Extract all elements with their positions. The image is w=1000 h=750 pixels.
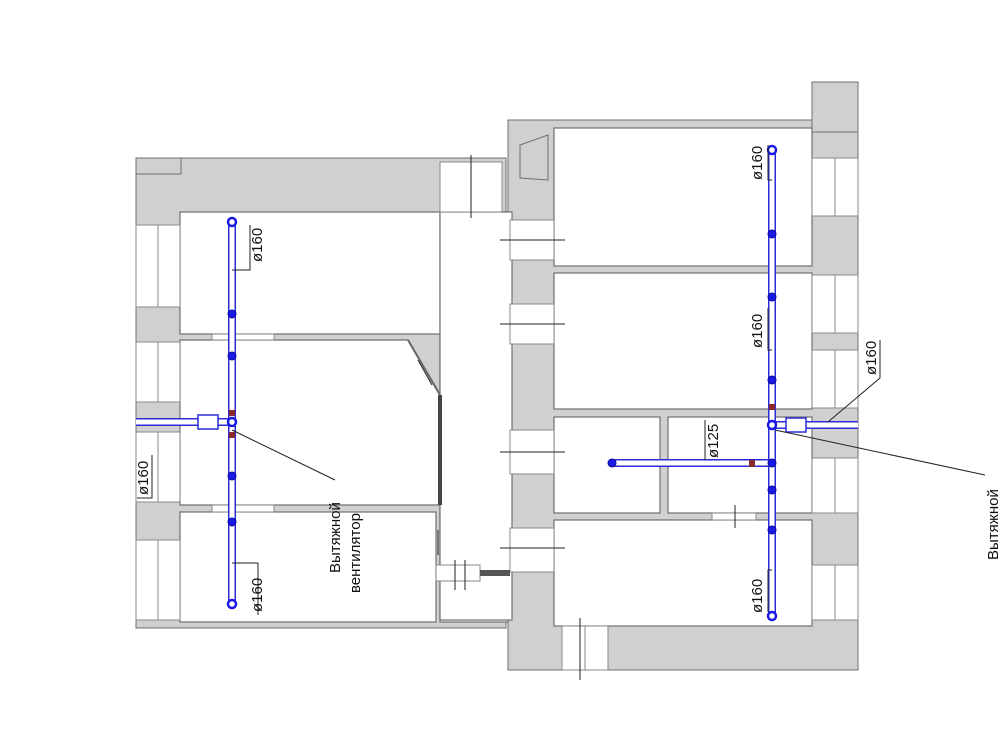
- label-d160-left-branch: ø160: [135, 461, 152, 495]
- label-fan-left-line1: Вытяжной: [327, 502, 344, 573]
- duct-node: [227, 517, 237, 527]
- label-d160-right-branch: ø160: [863, 341, 880, 375]
- dimension-labels: ø160 ø160 ø160 ø160 ø160 ø160 ø160 ø125: [135, 146, 880, 613]
- duct-node: [227, 351, 237, 361]
- label-d160-left-bottom: ø160: [249, 578, 266, 612]
- label-fan-right: Вытяжной: [985, 489, 1000, 560]
- room-left-bottom: [179, 511, 437, 623]
- label-d160-right-middle: ø160: [749, 314, 766, 348]
- duct-node: [226, 416, 238, 428]
- duct-terminal: [607, 458, 617, 468]
- label-d125: ø125: [705, 424, 722, 458]
- duct-node: [767, 458, 777, 468]
- label-d160-right-bottom: ø160: [749, 579, 766, 613]
- exhaust-fan-left: [197, 414, 219, 430]
- left-duct-system: [136, 216, 238, 610]
- duct-node: [766, 419, 778, 431]
- label-fan-left-line2: вентилятор: [347, 513, 364, 593]
- duct-node: [767, 485, 777, 495]
- duct-node: [767, 292, 777, 302]
- duct-node: [767, 229, 777, 239]
- right-duct-system: [607, 144, 858, 622]
- partition-diagonal: [407, 339, 441, 396]
- duct-node: [227, 309, 237, 319]
- duct-terminal: [766, 610, 778, 622]
- duct-node: [227, 471, 237, 481]
- duct-node: [767, 375, 777, 385]
- label-d160-left-top: ø160: [249, 228, 266, 262]
- duct-node: [767, 525, 777, 535]
- left-windows: [135, 224, 181, 621]
- exhaust-fan-right: [785, 417, 807, 433]
- right-windows: [561, 157, 859, 671]
- label-d160-right-top: ø160: [749, 146, 766, 180]
- leader-lines: [137, 145, 986, 615]
- duct-terminal: [766, 144, 778, 156]
- top-openings: [439, 134, 549, 218]
- duct-terminal: [226, 216, 238, 228]
- fan-labels: Вытяжной вентилятор Вытяжной: [327, 489, 1000, 593]
- central-corridor: [439, 211, 513, 621]
- duct-terminal: [226, 598, 238, 610]
- watermark: S5D: [518, 369, 545, 385]
- door-openings: [211, 219, 757, 680]
